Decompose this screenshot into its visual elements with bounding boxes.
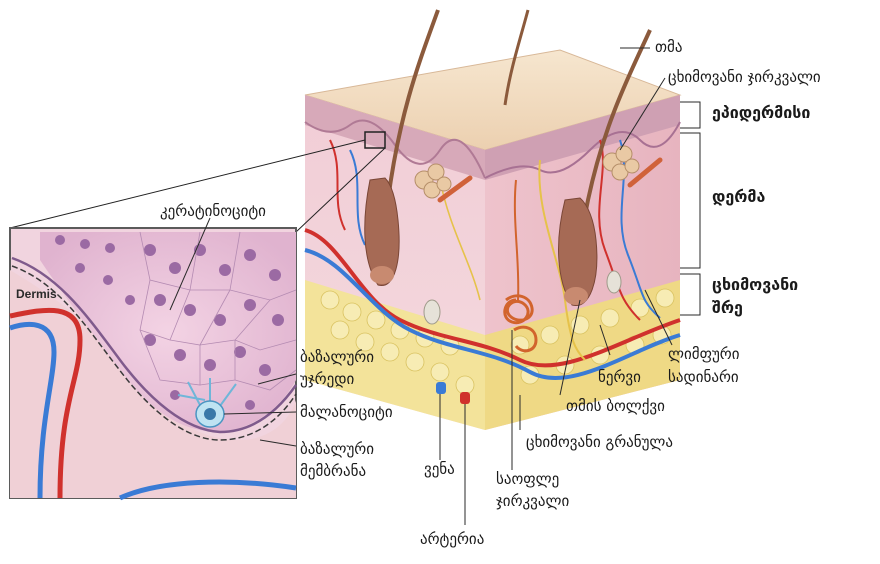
label-hair: თმა	[655, 38, 682, 56]
label-vein: ვენა	[424, 460, 455, 478]
inset-panel	[10, 228, 296, 498]
label-basal-cells-line2: უჯრედი	[300, 370, 354, 388]
label-sweat-gland-line2: ჯირკვალი	[496, 492, 569, 510]
label-sebaceous-gland: ცხიმოვანი ჯირკვალი	[668, 68, 821, 86]
label-sweat-gland-line1: საოფლე	[496, 470, 559, 488]
label-artery: არტერია	[420, 530, 484, 548]
label-hair-follicle: თმის ბოლქვი	[566, 397, 665, 415]
label-basal-membrane-line2: მემბრანა	[300, 462, 366, 480]
label-dermis-layer: დერმა	[712, 188, 765, 206]
artery-stub	[460, 392, 470, 404]
label-fat-layer-line2: შრე	[712, 299, 743, 317]
label-epidermis: ეპიდერმისი	[712, 104, 810, 122]
label-nerve: ნერვი	[598, 368, 641, 386]
label-melanocyte: მალანოციტი	[300, 403, 393, 421]
label-basal-membrane-line1: ბაზალური	[300, 440, 374, 458]
label-fat-layer-line1: ცხიმოვანი	[712, 276, 798, 294]
label-fat-granule: ცხიმოვანი გრანულა	[526, 433, 673, 451]
vein-stub	[436, 382, 446, 394]
label-dermis-inset: Dermis	[16, 285, 57, 303]
label-lymph-line1: ლიმფური	[668, 345, 739, 363]
label-keratinocytes: კერატინოციტი	[160, 202, 266, 220]
label-basal-cells-line1: ბაზალური	[300, 348, 374, 366]
label-lymph-line2: სადინარი	[668, 368, 739, 386]
